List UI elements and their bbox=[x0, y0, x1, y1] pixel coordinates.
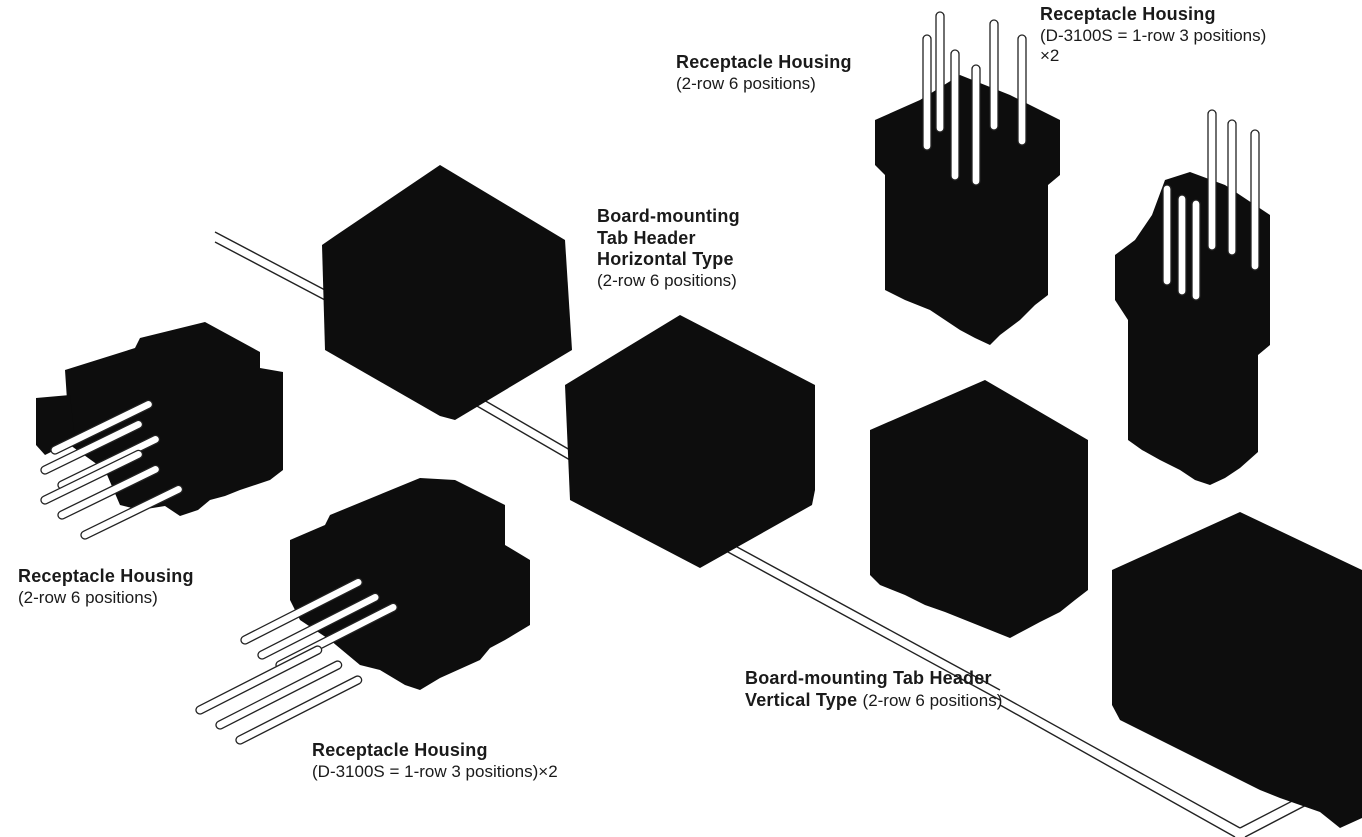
label-receptacle-housing-top-middle: Receptacle Housing (2-row 6 positions) bbox=[676, 52, 852, 94]
label-spec: (D-3100S = 1-row 3 positions) bbox=[1040, 25, 1267, 45]
label-line-2: Tab Header bbox=[597, 227, 696, 248]
label-receptacle-housing-left: Receptacle Housing (2-row 6 positions) bbox=[18, 566, 194, 608]
label-line-1: Board-mounting bbox=[597, 206, 740, 226]
label-receptacle-housing-top-right: Receptacle Housing (D-3100S = 1-row 3 po… bbox=[1040, 4, 1266, 66]
label-line-3: Horizontal Type bbox=[597, 249, 734, 270]
label-receptacle-housing-bottom-center: Receptacle Housing (D-3100S = 1-row 3 po… bbox=[312, 740, 558, 782]
label-tab-header-vertical: Board-mounting Tab Header Vertical Type … bbox=[745, 668, 1002, 711]
guide-lines bbox=[214, 231, 1001, 701]
label-name: Receptacle Housing bbox=[312, 740, 488, 760]
receptacle-housing-top-middle bbox=[875, 11, 1060, 345]
label-spec: (D-3100S = 1-row 3 positions)×2 bbox=[312, 761, 558, 781]
tab-header-horizontal-lower bbox=[565, 315, 815, 568]
label-name: Receptacle Housing bbox=[1040, 4, 1216, 24]
label-line-1: Board-mounting Tab Header bbox=[745, 668, 992, 688]
label-line-2: Vertical Type bbox=[745, 689, 863, 710]
tab-header-vertical-lower bbox=[1112, 512, 1362, 828]
label-spec: (2-row 6 positions) bbox=[18, 587, 158, 607]
label-spec: (2-row 6 positions) bbox=[676, 73, 816, 93]
label-spec: (2-row 6 positions) bbox=[597, 270, 737, 290]
label-spec-multiplier: ×2 bbox=[1040, 45, 1060, 65]
receptacle-housing-left bbox=[36, 322, 283, 540]
label-name: Receptacle Housing bbox=[18, 566, 194, 586]
tab-header-vertical-upper bbox=[870, 380, 1088, 638]
label-spec: (2-row 6 positions) bbox=[862, 690, 1003, 710]
receptacle-housing-top-right bbox=[1115, 109, 1270, 485]
tab-header-horizontal-upper bbox=[322, 165, 572, 420]
label-name: Receptacle Housing bbox=[676, 52, 852, 72]
label-tab-header-horizontal: Board-mounting Tab Header Horizontal Typ… bbox=[597, 206, 740, 291]
receptacle-housing-bottom-center bbox=[195, 478, 530, 745]
